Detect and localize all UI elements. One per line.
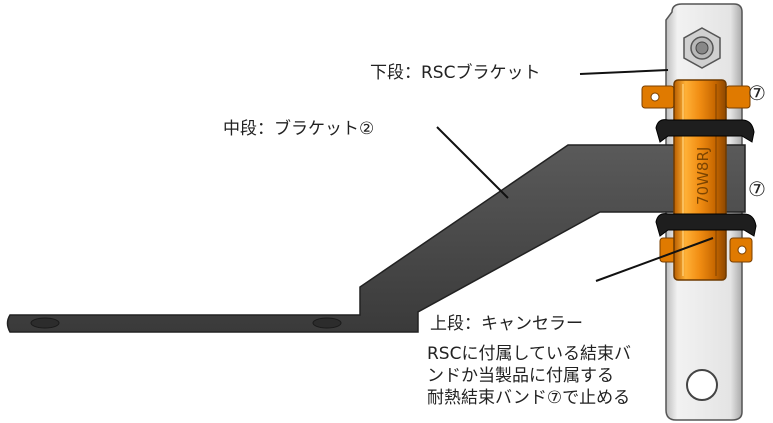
installation-note-line-2: ンドか当製品に付属する <box>427 366 614 386</box>
installation-note: RSCに付属している結束バ ンドか当製品に付属する 耐熱結束バンド⑦で止める <box>427 343 631 409</box>
middle-bracket <box>6 144 746 333</box>
slot-hole-right <box>312 317 342 329</box>
leader-line-middle <box>436 126 509 199</box>
installation-note-line-3: 耐熱結束バンド⑦で止める <box>427 388 631 408</box>
resistor-marking: 70W8RJ <box>694 147 712 205</box>
leader-line-upper <box>595 237 714 282</box>
zip-band-lower <box>655 213 757 237</box>
leader-line-lower <box>579 69 669 75</box>
label-lower-bracket: 下段：RSCブラケット <box>370 63 541 83</box>
band-number-lower: ⑦ <box>748 177 766 201</box>
installation-note-line-1: RSCに付属している結束バ <box>427 344 631 364</box>
hex-nut <box>683 27 721 69</box>
zip-band-upper <box>655 119 755 143</box>
label-upper-canceller: 上段：キャンセラー <box>430 314 583 334</box>
label-middle-bracket: 中段：ブラケット② <box>223 119 375 139</box>
band-number-upper: ⑦ <box>748 81 766 105</box>
slot-hole-left <box>30 317 60 329</box>
lower-bracket-hole <box>686 369 718 401</box>
